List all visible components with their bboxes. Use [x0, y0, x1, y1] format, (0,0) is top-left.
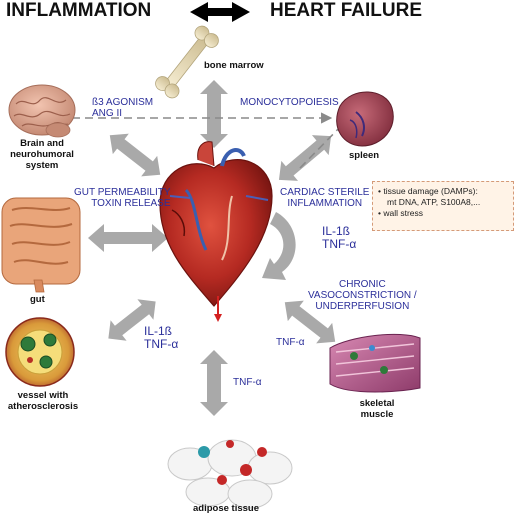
- damp-info-box: • tissue damage (DAMPs): mt DNA, ATP, S1…: [372, 181, 514, 231]
- arrow-heart-vessel: [108, 299, 156, 341]
- heart-illustration: [159, 141, 273, 322]
- mediator-b3-agonism: ß3 AGONISM: [92, 97, 154, 108]
- header-inflammation: INFLAMMATION: [6, 0, 152, 21]
- gray-arrows: [88, 80, 336, 416]
- mediator-muscle-tnfa: TNF-α: [276, 337, 305, 348]
- damp-item-3: • wall stress: [378, 208, 424, 218]
- dashed-arrow-to-spleen-diag: [299, 121, 346, 169]
- mediator-muscle: CHRONIC VASOCONSTRICTION / UNDERPERFUSIO…: [308, 279, 417, 312]
- spleen-illustration: [336, 91, 394, 147]
- mediator-brain: ß3 AGONISM ANG II: [92, 97, 153, 119]
- mediator-adipose-tnfa: TNF-α: [233, 377, 262, 388]
- mediator-vasoconstriction: VASOCONSTRICTION /: [308, 290, 417, 301]
- mediator-ang-ii: ANG II: [92, 108, 123, 119]
- bone-marrow-illustration: [155, 25, 219, 99]
- mediator-chronic: CHRONIC: [339, 279, 386, 290]
- label-brain-line1: Brain and: [20, 138, 64, 149]
- label-spleen: spleen: [349, 150, 380, 161]
- damp-item-2-text: mt DNA, ATP, S100A8,...: [387, 197, 481, 207]
- label-brain-line2: neurohumoral: [10, 149, 74, 160]
- arrow-curved-feedback: [262, 212, 296, 280]
- arrow-heart-brain: [109, 133, 161, 177]
- mediator-gut: GUT PERMEABILITY TOXIN RELEASE: [74, 187, 171, 209]
- mediator-vessel-il1b: IL-1ß: [144, 324, 173, 338]
- label-vessel: vessel with atherosclerosis: [2, 390, 84, 412]
- damp-item-1-text: tissue damage (DAMPs):: [383, 186, 478, 196]
- mediator-cardiac-sterile: CARDIAC STERILE: [280, 187, 370, 198]
- label-gut: gut: [30, 294, 45, 305]
- label-muscle-line2: muscle: [360, 409, 394, 420]
- mediator-cardiac: CARDIAC STERILE INFLAMMATION: [280, 187, 369, 209]
- mediator-toxin-release: TOXIN RELEASE: [91, 198, 171, 209]
- label-bone-marrow: bone marrow: [204, 60, 264, 71]
- label-vessel-line1: vessel with: [17, 390, 69, 401]
- mediator-vessel-tnfa: TNF-α: [144, 337, 179, 351]
- brain-illustration: [8, 84, 76, 138]
- mediator-inflammation: INFLAMMATION: [287, 198, 363, 209]
- arrow-heart-bone-marrow: [200, 80, 228, 148]
- damp-item-3-text: wall stress: [383, 208, 424, 218]
- mediator-cardiac-cytokines: IL-1ß TNF-α: [322, 225, 356, 251]
- gut-illustration: [1, 197, 81, 293]
- vessel-illustration: [5, 317, 75, 387]
- label-brain-line3: system: [25, 160, 59, 171]
- label-muscle-line1: skeletal: [359, 398, 395, 409]
- mediator-gut-permeability: GUT PERMEABILITY: [74, 187, 171, 198]
- damp-item-2: mt DNA, ATP, S100A8,...: [378, 197, 508, 208]
- mediator-vessel-cytokines: IL-1ß TNF-α: [144, 325, 178, 351]
- mediator-cardiac-il1b: IL-1ß: [322, 224, 351, 238]
- mediator-monocytopoiesis: MONOCYTOPOIESIS: [240, 97, 339, 108]
- damp-item-1: • tissue damage (DAMPs):: [378, 186, 478, 196]
- header-heart-failure: HEART FAILURE: [270, 0, 422, 21]
- label-brain: Brain and neurohumoral system: [6, 138, 78, 171]
- header-double-arrow: [190, 2, 250, 22]
- arrow-heart-adipose: [200, 350, 228, 416]
- adipose-illustration: [167, 439, 293, 509]
- label-adipose: adipose tissue: [193, 503, 259, 514]
- mediator-cardiac-tnfa: TNF-α: [322, 237, 357, 251]
- arrow-heart-spleen: [278, 135, 332, 181]
- mediator-underperfusion: UNDERPERFUSION: [315, 301, 410, 312]
- skeletal-muscle-illustration: [329, 333, 421, 393]
- label-skeletal-muscle: skeletal muscle: [352, 398, 402, 420]
- arrow-heart-gut: [88, 224, 168, 252]
- arrow-heart-muscle: [284, 300, 336, 344]
- label-vessel-line2: atherosclerosis: [7, 401, 79, 412]
